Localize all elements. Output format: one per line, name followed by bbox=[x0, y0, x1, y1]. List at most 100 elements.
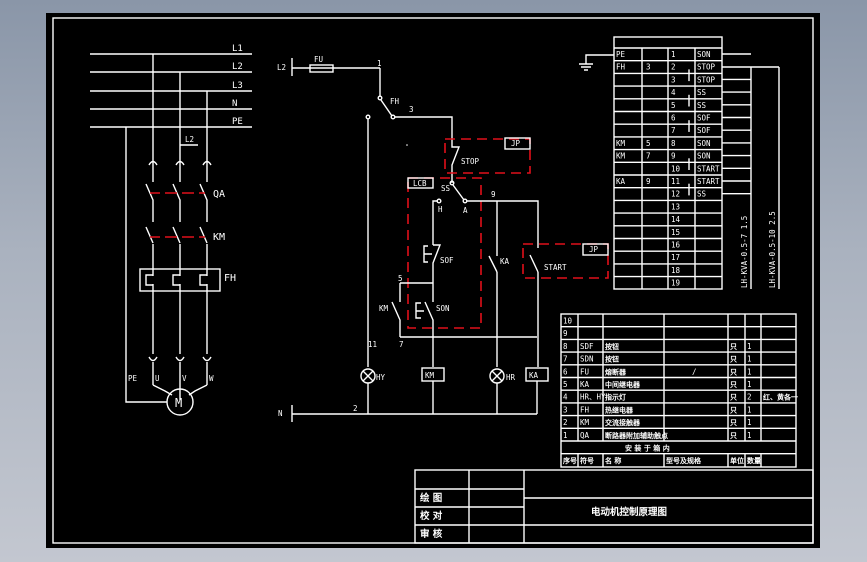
bom-cell-qty: 1 bbox=[747, 380, 752, 389]
bom-cell-code: KM bbox=[580, 418, 590, 427]
sof-label: SOF bbox=[440, 256, 454, 265]
terminal-cell-sig: SON bbox=[697, 152, 711, 161]
km-main-contact-icon bbox=[145, 226, 208, 244]
terminal-cell-sig: SS bbox=[697, 101, 707, 110]
role-drawn: 绘 图 bbox=[420, 492, 442, 504]
terminal-cell-n: 14 bbox=[671, 215, 681, 224]
bom-cell-unit: 只 bbox=[730, 394, 737, 402]
cable-label-2: LH-KVA-0.5-10 2.5 bbox=[768, 211, 777, 288]
fu-label: FU bbox=[314, 55, 323, 64]
terminal-cell-sig: STOP bbox=[697, 63, 716, 72]
terminal-cell-sig: START bbox=[697, 164, 720, 173]
bom-cell-note: 红、黄各一 bbox=[763, 393, 798, 402]
bom-cell-code: SDF bbox=[580, 342, 594, 351]
start-dashed-box bbox=[522, 243, 609, 279]
ground-icon bbox=[579, 63, 593, 71]
bom-cell-name: 热继电器 bbox=[605, 405, 634, 414]
bus-label-pe: PE bbox=[232, 117, 243, 127]
fh-label: FH bbox=[224, 273, 236, 284]
motor-icon bbox=[166, 388, 194, 416]
stop-jp-tag bbox=[504, 137, 531, 150]
lower-connector-icons bbox=[148, 356, 212, 362]
terminal-cell-sig: SOF bbox=[697, 114, 711, 123]
qa-label: QA bbox=[213, 189, 225, 200]
son-label: SON bbox=[436, 304, 450, 313]
start-label: START bbox=[544, 263, 567, 272]
node-5: 5 bbox=[398, 274, 403, 283]
terminal-cell-n: 6 bbox=[671, 114, 676, 123]
ground-wire bbox=[585, 54, 614, 64]
terminal-cell-a: PE bbox=[616, 50, 626, 59]
node-9: 9 bbox=[491, 190, 496, 199]
bus-label-l2: L2 bbox=[232, 62, 243, 72]
terminal-cell-sig: SON bbox=[697, 139, 711, 148]
bom-cell-unit: 只 bbox=[730, 356, 737, 364]
bom-cell-qty: 1 bbox=[747, 431, 752, 440]
km-hold-contact bbox=[391, 283, 401, 337]
terminal-label-pe: PE bbox=[128, 374, 138, 383]
bom-header: 数量 bbox=[747, 456, 761, 465]
bom-header: 序号 bbox=[562, 456, 577, 465]
terminal-cell-sig: STOP bbox=[697, 75, 716, 84]
drawing-canvas: L1 L2 L3 N PE L2 QA KM FH bbox=[46, 13, 820, 548]
terminal-cell-n: 3 bbox=[671, 75, 676, 84]
son-button-contact bbox=[424, 283, 434, 337]
bom-cell-code: QA bbox=[580, 431, 590, 440]
hy-label: HY bbox=[376, 373, 386, 382]
terminal-cell-sig: SS bbox=[697, 88, 707, 97]
bom-cell-no: 5 bbox=[563, 380, 568, 389]
terminal-cell-n: 19 bbox=[671, 279, 680, 288]
bom-cell-no: 9 bbox=[563, 329, 568, 338]
bom-cell-name: 指示灯 bbox=[605, 393, 626, 402]
terminal-cell-a: KM bbox=[616, 139, 626, 148]
motor-label: M bbox=[175, 396, 182, 410]
lcb-tag bbox=[407, 177, 434, 189]
bom-cell-unit: 只 bbox=[730, 343, 737, 351]
bom-cell-qty: 1 bbox=[747, 405, 752, 414]
km-coil-label: KM bbox=[425, 371, 435, 380]
bom-cell-name: 按钮 bbox=[605, 342, 619, 351]
terminal-cell-n: 18 bbox=[671, 266, 681, 275]
bom-cell-no: 4 bbox=[563, 393, 568, 402]
terminal-cell-n: 11 bbox=[671, 177, 680, 186]
start-jp-tag bbox=[582, 243, 609, 256]
terminal-cell-n: 9 bbox=[671, 152, 676, 161]
role-approved: 审 核 bbox=[420, 528, 443, 540]
bom-cell-code: KA bbox=[580, 380, 590, 389]
ctrl-l2-label: L2 bbox=[277, 63, 286, 72]
schematic-drawing: L1 L2 L3 N PE L2 QA KM FH bbox=[52, 17, 814, 544]
terminal-label-u: U bbox=[155, 374, 160, 383]
terminal-cell-b: 9 bbox=[646, 177, 651, 186]
terminal-label-v: V bbox=[182, 374, 187, 383]
fh-aux-label: FH bbox=[390, 97, 400, 106]
bom-cell-unit: 只 bbox=[730, 419, 737, 427]
bus-label-l3: L3 bbox=[232, 81, 243, 91]
start-button-contact bbox=[529, 254, 539, 273]
terminal-cell-n: 8 bbox=[671, 139, 676, 148]
bom-cell-unit: 只 bbox=[730, 381, 737, 389]
terminal-cell-n: 17 bbox=[671, 253, 680, 262]
terminal-cell-a: FH bbox=[616, 63, 626, 72]
terminal-cell-n: 2 bbox=[671, 63, 676, 72]
bus-label-l1: L1 bbox=[232, 44, 243, 54]
bus-label-n: N bbox=[232, 99, 237, 109]
bom-header: 符号 bbox=[580, 456, 594, 465]
terminal-cell-b: 3 bbox=[646, 63, 651, 72]
bom-cell-unit: 只 bbox=[730, 406, 737, 414]
drawing-title: 电动机控制原理图 bbox=[591, 506, 667, 518]
terminal-cell-n: 4 bbox=[671, 88, 676, 97]
terminal-cell-a: KM bbox=[616, 152, 626, 161]
bom-cell-unit: 只 bbox=[730, 368, 737, 376]
terminal-cell-b: 5 bbox=[646, 139, 651, 148]
bom-cell-name: 中间继电器 bbox=[605, 380, 641, 389]
stop-button-contact bbox=[451, 145, 461, 183]
bom-cell-no: 1 bbox=[563, 431, 568, 440]
cable-label-1: LH-KVA-0.5-7 1.5 bbox=[740, 216, 749, 288]
terminal-cell-n: 1 bbox=[671, 50, 676, 59]
pe-wire bbox=[125, 127, 167, 403]
lcb-dashed-box bbox=[407, 177, 482, 329]
terminal-cell-sig: START bbox=[697, 177, 720, 186]
node-1: 1 bbox=[377, 59, 382, 68]
